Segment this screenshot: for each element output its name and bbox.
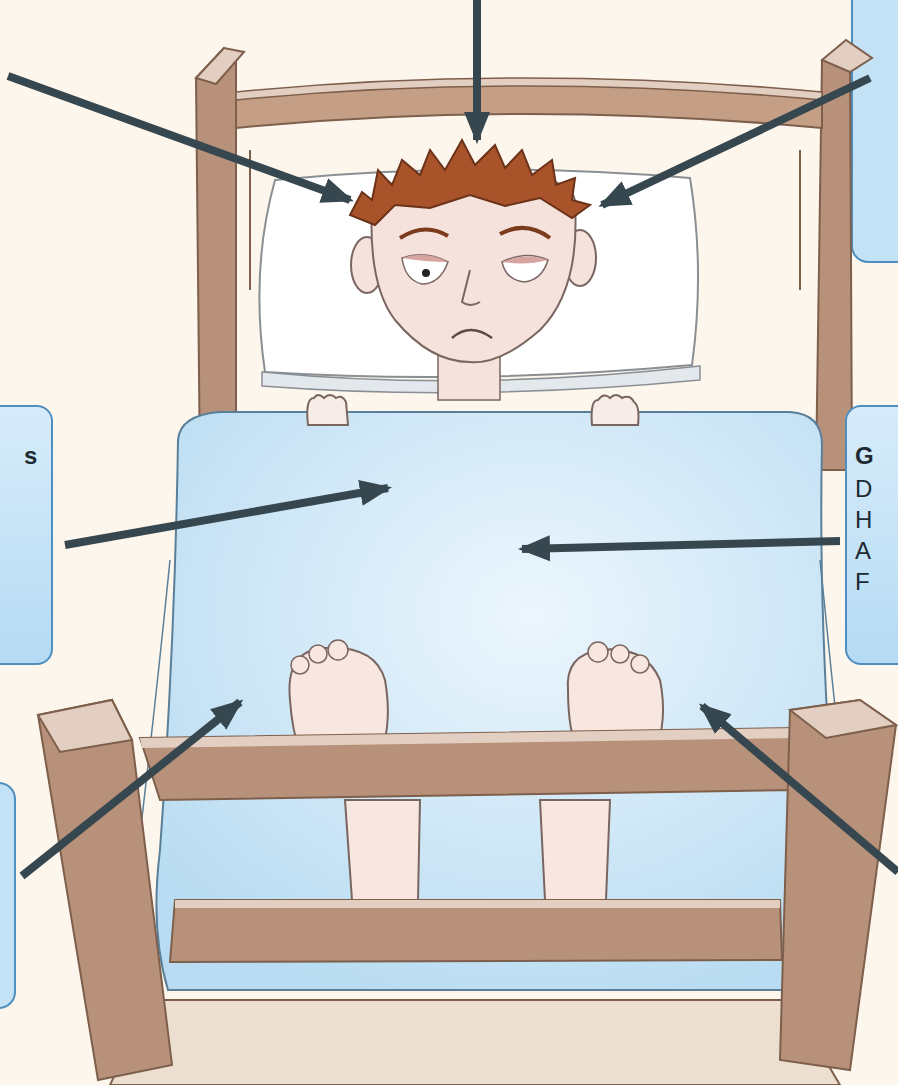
leader-arrows <box>8 0 898 876</box>
callout-body: D H A F <box>855 473 875 597</box>
callout-box <box>852 0 898 262</box>
leader-arrow <box>22 702 240 876</box>
leader-arrow <box>473 0 481 140</box>
blanket <box>156 412 839 990</box>
headboard <box>196 40 872 470</box>
leader-arrow <box>522 541 840 549</box>
leader-arrow <box>702 706 898 872</box>
leader-arrow <box>65 488 388 545</box>
pillow <box>259 169 698 377</box>
hands <box>307 395 638 425</box>
callout-box: s <box>0 405 53 665</box>
callout-box: GD H A F <box>845 405 898 665</box>
sick-person-head <box>350 140 596 400</box>
callout-box <box>0 783 15 1008</box>
callout-heading: G <box>855 441 898 471</box>
callout-heading: s <box>24 441 51 471</box>
leader-arrow <box>602 78 870 205</box>
leader-arrow <box>8 76 350 200</box>
